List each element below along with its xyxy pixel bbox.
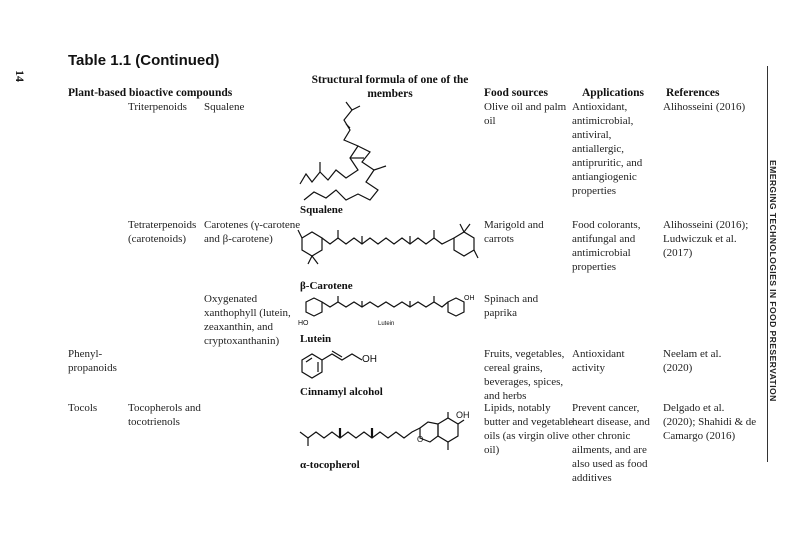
row-5-subclass: Tocopherols and tocotrienols (128, 402, 201, 428)
row-1-members: Squalene (204, 101, 245, 113)
tocopherol-o-label: O (417, 435, 423, 444)
row-3-structure-caption: Lutein (300, 333, 332, 345)
row-2-members: Carotenes (γ-carotene and β-carotene) (204, 219, 301, 245)
row-1-food-sources: Olive oil and palm oil (484, 101, 567, 127)
row-1-subclass: Triterpenoids (128, 101, 187, 113)
squalene-structure (299, 101, 387, 201)
row-1-applications: Antioxidant, antimicrobial, antiviral, a… (572, 101, 643, 197)
row-5-applications: Prevent cancer, heart disease, and other… (572, 402, 650, 484)
row-4-class: Phenyl-propanoids (68, 348, 117, 374)
col-header-food-sources: Food sources (484, 87, 548, 99)
cinnamyl-alcohol-structure: OH (301, 350, 377, 379)
row-2-references: Alihosseini (2016); Ludwiczuk et al. (20… (663, 219, 749, 259)
table-title: Table 1.1 (Continued) (68, 52, 220, 69)
lutein-ho-label: HO (298, 320, 309, 327)
row-4-food-sources: Fruits, vegetables, cereal grains, bever… (484, 348, 565, 402)
row-3-members: Oxygenated xanthophyll (lutein, zeaxanth… (204, 293, 291, 347)
col-header-compounds: Plant-based bioactive compounds (68, 87, 233, 99)
row-5-structure-caption: α-tocopherol (300, 459, 360, 471)
page-number: 14 (13, 70, 27, 82)
row-2-subclass: Tetraterpenoids (carotenoids) (128, 219, 197, 245)
lutein-oh-label: OH (464, 295, 475, 302)
beta-carotene-structure (297, 223, 479, 265)
row-5-references: Delgado et al. (2020); Shahidi & de Cama… (663, 402, 757, 442)
row-3-food-sources: Spinach and paprika (484, 293, 539, 319)
cinnamyl-oh-label: OH (362, 354, 377, 365)
lutein-inline-label: Lutein (378, 321, 394, 327)
margin-rule (767, 66, 768, 462)
row-5-class: Tocols (68, 402, 98, 414)
col-header-structure: Structural formula of one of the members (311, 74, 469, 100)
row-2-applications: Food colorants, antifungal and antimicro… (572, 219, 641, 273)
alpha-tocopherol-structure: OH O (299, 410, 470, 450)
row-4-applications: Antioxidant activity (572, 348, 625, 374)
row-5-food-sources: Lipids, notably butter and vegetable oil… (484, 402, 574, 456)
row-4-references: Neelam et al. (2020) (663, 348, 722, 374)
tocopherol-oh-label: OH (456, 410, 470, 420)
row-1-structure-caption: Squalene (300, 204, 343, 216)
row-4-structure-caption: Cinnamyl alcohol (300, 386, 383, 398)
lutein-structure: OH HO Lutein (298, 295, 475, 327)
col-header-applications: Applications (582, 87, 644, 99)
row-2-structure-caption: β-Carotene (300, 280, 353, 292)
row-2-food-sources: Marigold and carrots (484, 219, 544, 245)
row-1-references: Alihosseini (2016) (663, 101, 746, 113)
col-header-references: References (666, 87, 720, 99)
running-header: EMERGING TECHNOLOGIES IN FOOD PRESERVATI… (768, 160, 778, 402)
